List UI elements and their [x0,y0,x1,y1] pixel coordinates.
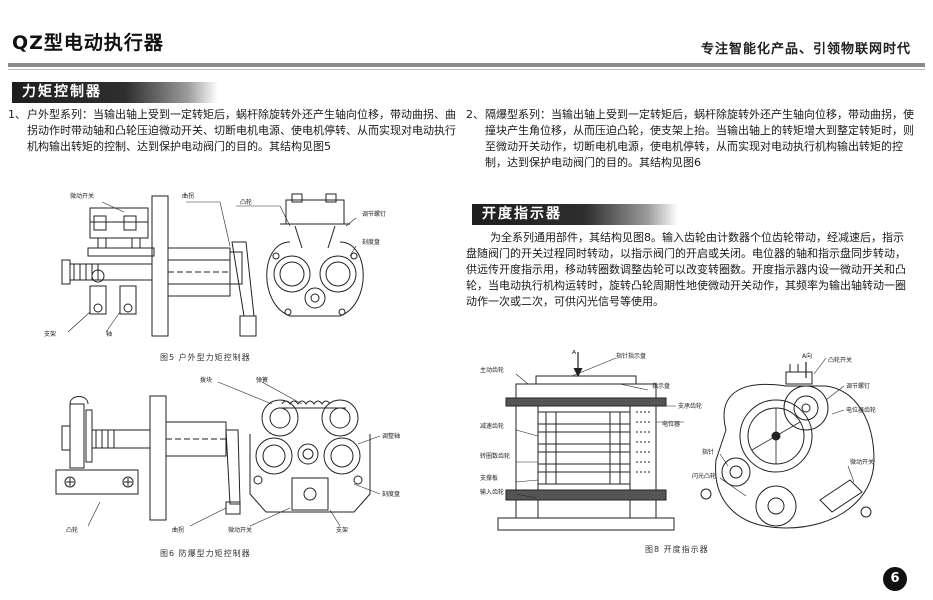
section-title-torque-controller: 力矩控制器 [12,82,218,103]
header-slogan: 专注智能化产品、引领物联网时代 [700,42,911,57]
figure-8-diagram: A向 指针指示盘 A 指示盘 支承齿轮 主动齿轮 减速齿轮 转圈数齿轮 支撑板 … [480,350,876,531]
label-bracket: 支架 [336,526,348,534]
figure-5-diagram: 微动开关 曲拐 凸轮 调节螺钉 刻度盘 支架 轴 [44,192,386,338]
label-pointer: 指针 [702,448,714,456]
label-drive-gear: 主动齿轮 [480,366,504,374]
label-cam-switch: 凸轮开关 [828,356,852,364]
paragraph-text: 隔爆型系列：当输出轴上受到一定转矩后，蜗杆除旋转外还产生轴向位移，带动曲拐，使撞… [485,108,914,169]
label-adjust-shaft: 调整轴 [382,432,400,440]
label-pointer-plate: 指针指示盘 [616,352,646,360]
label-pulley: 拨块 [200,376,212,384]
item-number: 1、 [8,108,26,121]
label-bracket: 支架 [44,330,56,338]
label-adjust-screw: 调节螺钉 [846,382,870,390]
figure-5-caption: 图5 户外型力矩控制器 [160,353,251,362]
page-number-badge: 6 [883,567,907,591]
label-cam: 凸轮 [240,198,252,206]
header-rule-thin [8,69,925,70]
label-cam: 凸轮 [66,526,78,534]
paragraph-outdoor-type: 1、 户外型系列：当输出轴上受到一定转矩后，蜗杆除旋转外还产生轴向位移，带动曲拐… [8,107,456,155]
section-title-position-indicator: 开度指示器 [472,204,678,225]
label-microswitch: 微动开关 [70,192,94,200]
label-turns-gear: 转圈数齿轮 [480,452,510,460]
label-potentiometer: 电位器 [662,420,680,428]
label-pot-gear: 电位器齿轮 [846,406,876,414]
label-a-view: A向 [802,352,812,360]
paragraph-explosion-proof-type: 2、 隔爆型系列：当输出轴上受到一定转矩后，蜗杆除旋转外还产生轴向位移，带动曲拐… [466,107,916,171]
item-number: 2、 [466,108,484,121]
figure-8-caption: 图8 开度指示器 [645,545,709,554]
label-support-plate: 支撑板 [480,474,498,482]
label-dial-plate: 指示盘 [652,382,670,390]
label-scale-disc: 刻度盘 [362,238,380,246]
label-crank: 曲拐 [172,526,184,534]
label-gear-plate: 支承齿轮 [678,402,702,410]
document-title: QZ型电动执行器 [12,32,164,54]
label-microswitch: 微动开关 [228,526,252,534]
header-rule [8,63,925,67]
label-crank: 曲拐 [182,192,194,200]
label-adjust-screw: 调节螺钉 [362,210,386,218]
label-spring: 弹簧 [256,376,268,384]
figure-6-diagram: 拨块 弹簧 调整轴 刻度盘 凸轮 曲拐 微动开关 支架 [55,376,400,534]
label-input-gear: 输入齿轮 [480,488,504,496]
label-microswitch: 微动开关 [850,458,874,466]
label-a-mark: A [572,350,577,356]
label-scale-disc: 刻度盘 [382,490,400,498]
label-flash-cam: 闪光凸轮 [692,472,716,480]
label-shaft: 轴 [106,330,112,338]
label-reduction-gear: 减速齿轮 [480,422,504,430]
paragraph-position-indicator: 为全系列通用部件，其结构见图8。输入齿轮由计数器个位齿轮带动，经减速后，指示盘随… [466,231,906,308]
figure-6-caption: 图6 防爆型力矩控制器 [160,549,251,558]
paragraph-text: 户外型系列：当输出轴上受到一定转矩后，蜗杆除旋转外还产生轴向位移，带动曲拐、曲拐… [27,108,456,153]
